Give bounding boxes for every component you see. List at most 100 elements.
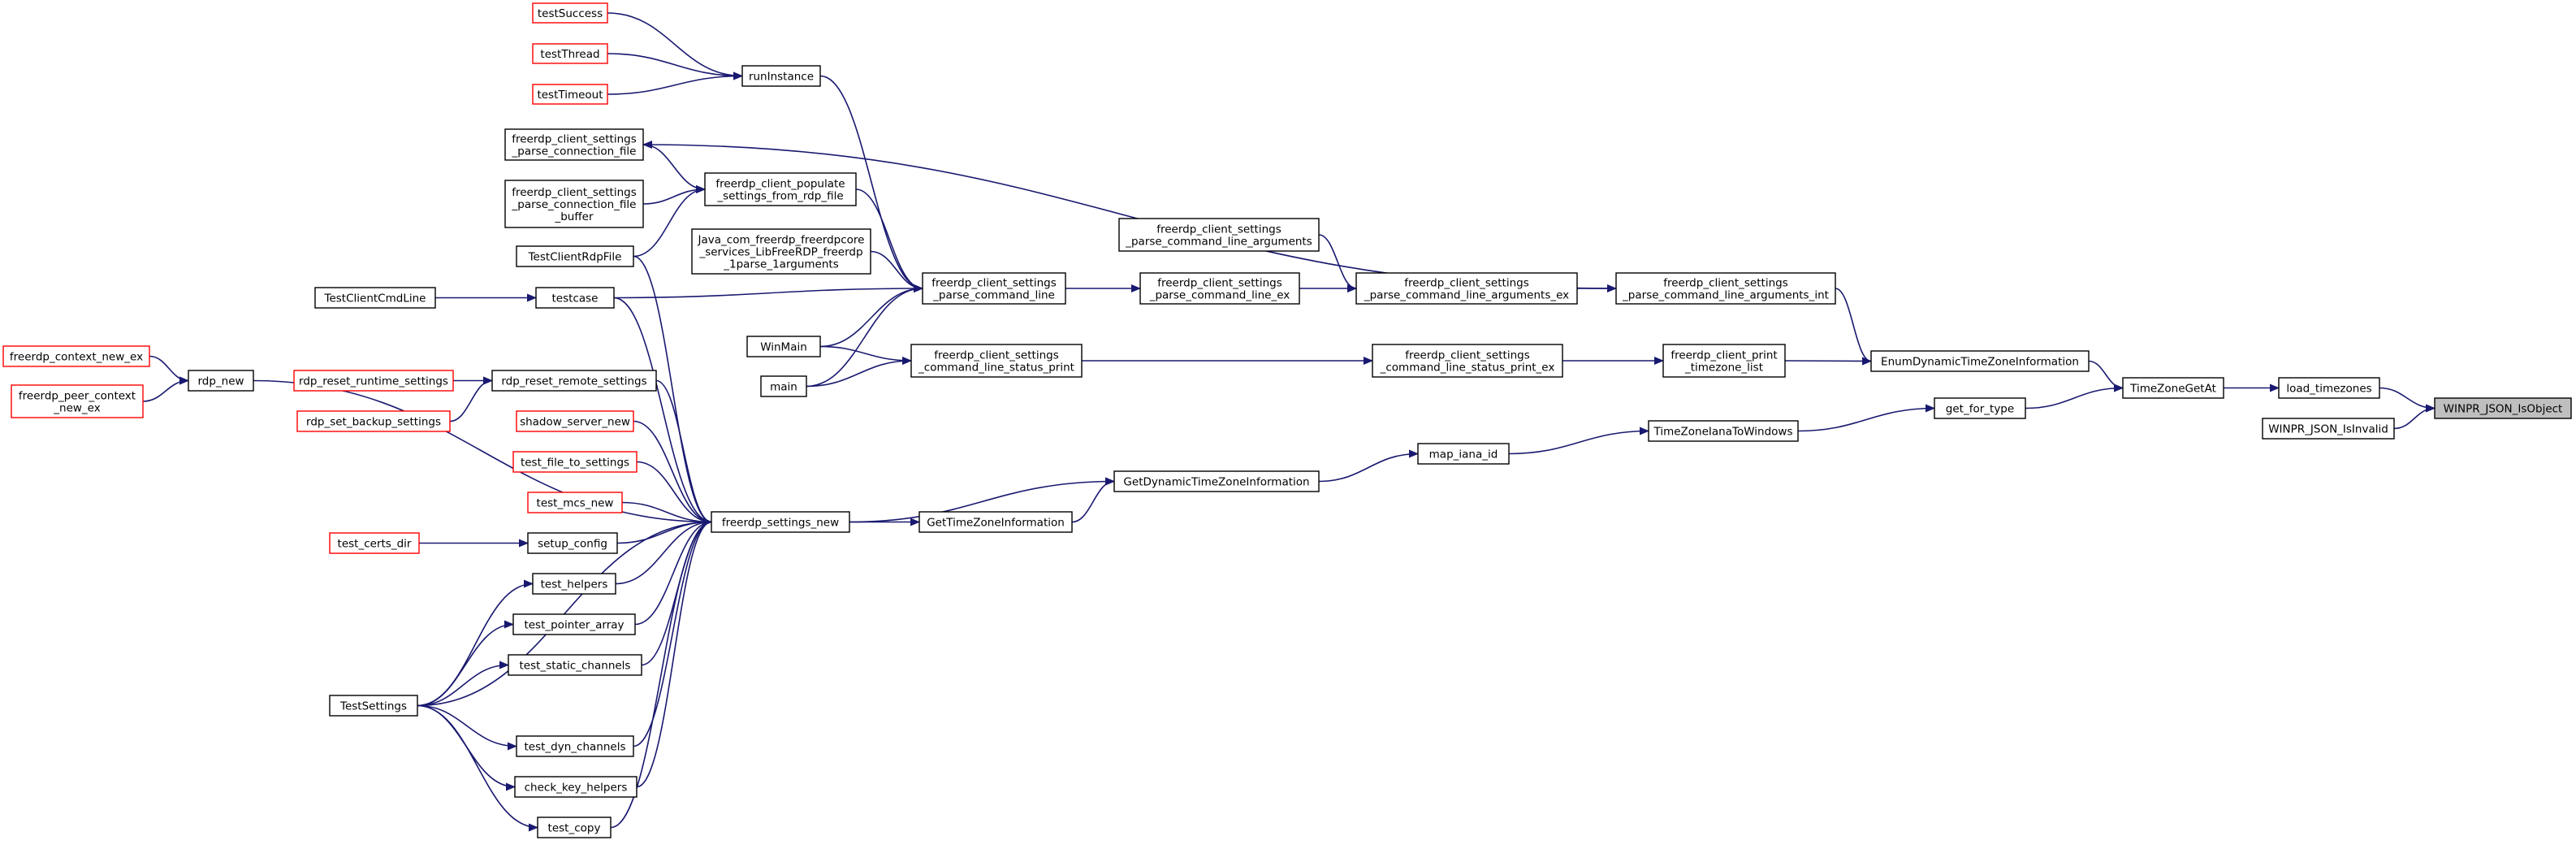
node-box[interactable] <box>532 43 608 64</box>
node-box[interactable] <box>1417 443 1510 465</box>
node-box[interactable] <box>922 272 1066 305</box>
node-testthread[interactable]: testThread <box>532 43 608 64</box>
node-test-pointer-array[interactable]: test_pointer_array <box>512 613 636 635</box>
node-box[interactable] <box>1934 397 2026 419</box>
node-isobject[interactable]: WINPR_JSON_IsObject <box>2434 397 2572 419</box>
node-rdp-reset-runtime[interactable]: rdp_reset_runtime_settings <box>293 370 454 392</box>
node-box[interactable] <box>293 370 454 392</box>
node-box[interactable] <box>704 172 857 206</box>
node-peer-context-new-ex[interactable]: freerdp_peer_context_new_ex <box>11 384 144 418</box>
node-box[interactable] <box>532 2 608 24</box>
node-box[interactable] <box>1662 344 1786 378</box>
node-box[interactable] <box>532 84 608 105</box>
node-box[interactable] <box>532 573 616 595</box>
node-testclientrdpfile[interactable]: TestClientRdpFile <box>516 245 634 267</box>
node-tzianatowindows[interactable]: TimeZoneIanaToWindows <box>1648 420 1799 442</box>
node-box[interactable] <box>512 613 636 635</box>
node-rdp-new[interactable]: rdp_new <box>188 370 254 392</box>
node-timezonegetat[interactable]: TimeZoneGetAt <box>2122 377 2224 399</box>
node-getdyntzi[interactable]: GetDynamicTimeZoneInformation <box>1113 470 1320 492</box>
node-box[interactable] <box>1870 350 2090 372</box>
node-box[interactable] <box>760 375 807 397</box>
node-test-mcs-new[interactable]: test_mcs_new <box>527 492 623 513</box>
node-setup-config[interactable]: setup_config <box>527 532 618 554</box>
node-testtimeout[interactable]: testTimeout <box>532 84 608 105</box>
node-test-certs-dir[interactable]: test_certs_dir <box>329 532 420 554</box>
node-parse-connection-file[interactable]: freerdp_client_settings_parse_connection… <box>504 128 644 161</box>
node-test-helpers[interactable]: test_helpers <box>532 573 616 595</box>
node-box[interactable] <box>504 128 644 161</box>
node-check-key-helpers[interactable]: check_key_helpers <box>514 776 638 798</box>
node-box[interactable] <box>910 344 1083 378</box>
node-context-new-ex[interactable]: freerdp_context_new_ex <box>2 345 150 367</box>
node-box[interactable] <box>1355 272 1578 305</box>
node-enumdynamic[interactable]: EnumDynamicTimeZoneInformation <box>1870 350 2090 372</box>
node-box[interactable] <box>1615 272 1836 305</box>
node-box[interactable] <box>508 654 642 676</box>
node-rdp-set-backup[interactable]: rdp_set_backup_settings <box>296 410 451 432</box>
node-box[interactable] <box>2122 377 2224 399</box>
node-box[interactable] <box>918 511 1073 533</box>
node-box[interactable] <box>1372 344 1563 378</box>
node-box[interactable] <box>11 384 144 418</box>
node-box[interactable] <box>1118 218 1320 252</box>
node-parse-command-line[interactable]: freerdp_client_settings_parse_command_li… <box>922 272 1066 305</box>
node-box[interactable] <box>188 370 254 392</box>
node-isinvalid[interactable]: WINPR_JSON_IsInvalid <box>2262 418 2395 440</box>
node-box[interactable] <box>516 735 634 757</box>
node-box[interactable] <box>1648 420 1799 442</box>
node-test-copy[interactable]: test_copy <box>537 817 612 838</box>
node-box[interactable] <box>2262 418 2395 440</box>
node-box[interactable] <box>1139 272 1300 305</box>
node-box[interactable] <box>2278 377 2380 399</box>
node-box[interactable] <box>514 776 638 798</box>
node-box[interactable] <box>2434 397 2572 419</box>
node-status-print-ex[interactable]: freerdp_client_settings_command_line_sta… <box>1372 344 1563 378</box>
node-rdp-reset-remote[interactable]: rdp_reset_remote_settings <box>491 370 657 392</box>
node-box[interactable] <box>527 492 623 513</box>
node-map-iana-id[interactable]: map_iana_id <box>1417 443 1510 465</box>
node-parse-cl-arguments-int[interactable]: freerdp_client_settings_parse_command_li… <box>1615 272 1836 305</box>
node-box[interactable] <box>516 410 634 432</box>
node-box[interactable] <box>329 695 418 717</box>
node-test-file-to-settings[interactable]: test_file_to_settings <box>512 451 638 473</box>
node-testclientcmdline[interactable]: TestClientCmdLine <box>314 287 436 309</box>
node-status-print[interactable]: freerdp_client_settings_command_line_sta… <box>910 344 1083 378</box>
node-box[interactable] <box>504 180 644 228</box>
node-get-for-type[interactable]: get_for_type <box>1934 397 2026 419</box>
node-parse-cl-arguments[interactable]: freerdp_client_settings_parse_command_li… <box>1118 218 1320 252</box>
node-testcase[interactable]: testcase <box>535 287 615 309</box>
node-box[interactable] <box>527 532 618 554</box>
node-box[interactable] <box>296 410 451 432</box>
node-box[interactable] <box>711 511 850 533</box>
node-test-dyn-channels[interactable]: test_dyn_channels <box>516 735 634 757</box>
node-box[interactable] <box>516 245 634 267</box>
node-box[interactable] <box>1113 470 1320 492</box>
node-gettzi[interactable]: GetTimeZoneInformation <box>918 511 1073 533</box>
node-winmain[interactable]: WinMain <box>746 336 821 357</box>
node-main[interactable]: main <box>760 375 807 397</box>
node-java-parse[interactable]: Java_com_freerdp_freerdpcore_services_Li… <box>691 228 871 275</box>
node-settings-new[interactable]: freerdp_settings_new <box>711 511 850 533</box>
node-test-static-channels[interactable]: test_static_channels <box>508 654 642 676</box>
node-print-timezone-list[interactable]: freerdp_client_print_timezone_list <box>1662 344 1786 378</box>
node-box[interactable] <box>491 370 657 392</box>
node-shadow-server-new[interactable]: shadow_server_new <box>516 410 634 432</box>
node-box[interactable] <box>2 345 150 367</box>
node-parse-cl-arguments-ex[interactable]: freerdp_client_settings_parse_command_li… <box>1355 272 1578 305</box>
node-parse-cl-ex[interactable]: freerdp_client_settings_parse_command_li… <box>1139 272 1300 305</box>
node-box[interactable] <box>512 451 638 473</box>
node-box[interactable] <box>746 336 821 357</box>
node-testsettings[interactable]: TestSettings <box>329 695 418 717</box>
node-box[interactable] <box>535 287 615 309</box>
node-load-timezones[interactable]: load_timezones <box>2278 377 2380 399</box>
node-box[interactable] <box>329 532 420 554</box>
node-testsuccess[interactable]: testSuccess <box>532 2 608 24</box>
node-box[interactable] <box>537 817 612 838</box>
node-parse-connection-file-buffer[interactable]: freerdp_client_settings_parse_connection… <box>504 180 644 228</box>
node-box[interactable] <box>314 287 436 309</box>
node-box[interactable] <box>691 228 871 275</box>
node-populate-settings[interactable]: freerdp_client_populate_settings_from_rd… <box>704 172 857 206</box>
node-box[interactable] <box>741 65 821 87</box>
node-runinstance[interactable]: runInstance <box>741 65 821 87</box>
